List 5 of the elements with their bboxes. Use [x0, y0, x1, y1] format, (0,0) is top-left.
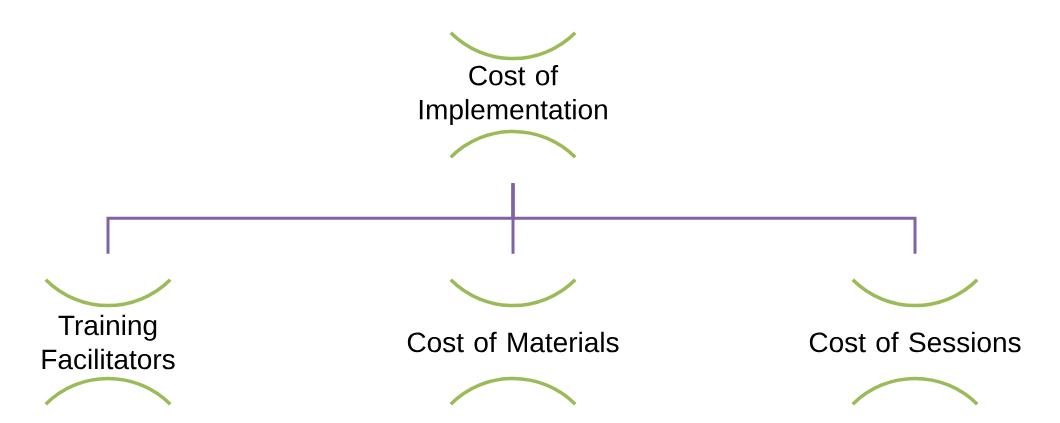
connector-line — [511, 183, 917, 254]
node-label: Cost of Materials — [407, 331, 619, 353]
node-label: Cost of Sessions — [809, 331, 1021, 353]
node-label: Cost of Implementation — [419, 64, 607, 126]
node-label: Training Facilitators — [42, 314, 175, 370]
